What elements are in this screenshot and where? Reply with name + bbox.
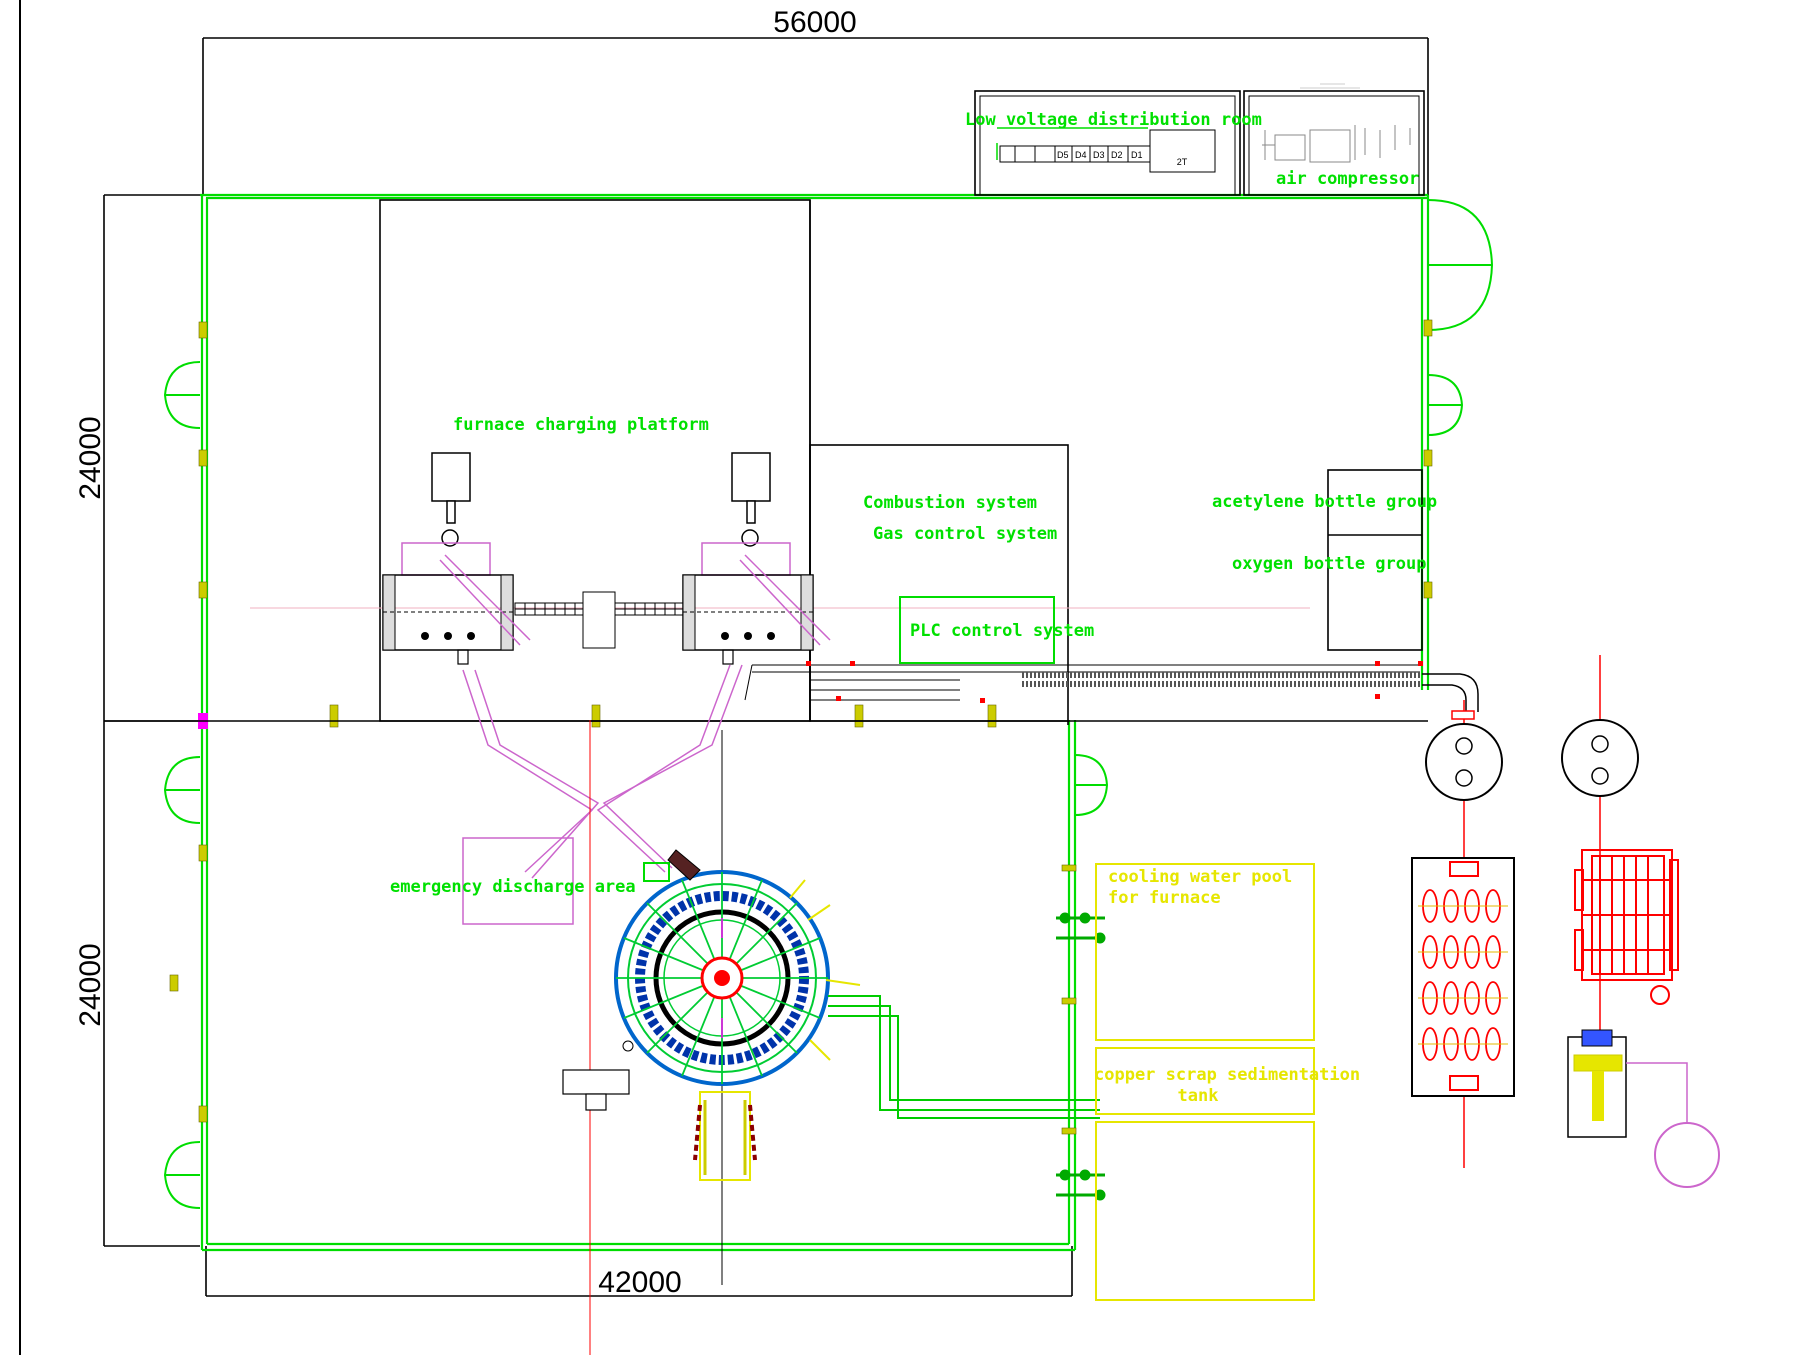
small-hopper bbox=[562, 1069, 630, 1111]
partitions bbox=[104, 90, 1428, 725]
air-compressor-label: air compressor bbox=[1276, 169, 1419, 189]
cooling-pipes bbox=[828, 995, 1100, 1119]
copper-scrap-tank-label-2: tank bbox=[1178, 1086, 1219, 1106]
panel-d1: D1 bbox=[1131, 150, 1143, 160]
low-voltage-room: D5 D4 D3 D2 D1 2T bbox=[996, 127, 1216, 173]
copper-scrap-tank-label-1: copper scrap sedimentation bbox=[1094, 1065, 1360, 1085]
rotary-furnace-right bbox=[682, 542, 831, 665]
rotary-cooling-table bbox=[614, 849, 861, 1181]
rotary-furnace-left bbox=[382, 542, 531, 665]
cooling-water-pool-label-2: for furnace bbox=[1108, 888, 1221, 908]
furnace-charging-platform-label: furnace charging platform bbox=[453, 415, 709, 435]
plc-control-box bbox=[899, 596, 1055, 664]
cooling-water-pool-label-1: cooling water pool bbox=[1108, 867, 1292, 887]
dimension-left-upper: 24000 bbox=[74, 416, 107, 499]
air-compressor-equipment bbox=[1262, 83, 1411, 163]
panel-d4: D4 bbox=[1075, 150, 1087, 160]
discharge-chutes bbox=[462, 664, 743, 925]
oxygen-bottle-group-label: oxygen bottle group bbox=[1232, 554, 1426, 574]
low-voltage-room-label: Low voltage distribution room bbox=[965, 110, 1262, 130]
door-swings bbox=[163, 199, 1494, 1209]
emergency-discharge-area-label: emergency discharge area bbox=[390, 877, 636, 897]
plc-control-system-label: PLC control system bbox=[910, 621, 1094, 641]
charging-cranes bbox=[431, 452, 771, 547]
dimension-top: 56000 bbox=[773, 6, 856, 39]
transformer-2t: 2T bbox=[1177, 157, 1188, 167]
column-markers bbox=[169, 319, 1433, 1135]
panel-d2: D2 bbox=[1111, 150, 1123, 160]
connecting-conveyor bbox=[514, 591, 684, 649]
panel-d5: D5 bbox=[1057, 150, 1069, 160]
dimension-lines bbox=[103, 37, 1429, 1297]
dimension-left-lower: 24000 bbox=[74, 943, 107, 1026]
pools bbox=[1095, 863, 1315, 1301]
external-tank-left bbox=[1411, 700, 1515, 1168]
external-tank-right bbox=[1561, 655, 1720, 1188]
combustion-system-label: Combustion system bbox=[863, 493, 1037, 513]
acetylene-bottle-group-label: acetylene bottle group bbox=[1212, 492, 1437, 512]
panel-d3: D3 bbox=[1093, 150, 1105, 160]
building-walls bbox=[200, 193, 1430, 1252]
dimension-bottom: 42000 bbox=[598, 1266, 681, 1299]
circulating-pumps bbox=[1056, 912, 1106, 1201]
gas-control-system-label: Gas control system bbox=[873, 524, 1057, 544]
pipelines bbox=[744, 664, 1479, 712]
